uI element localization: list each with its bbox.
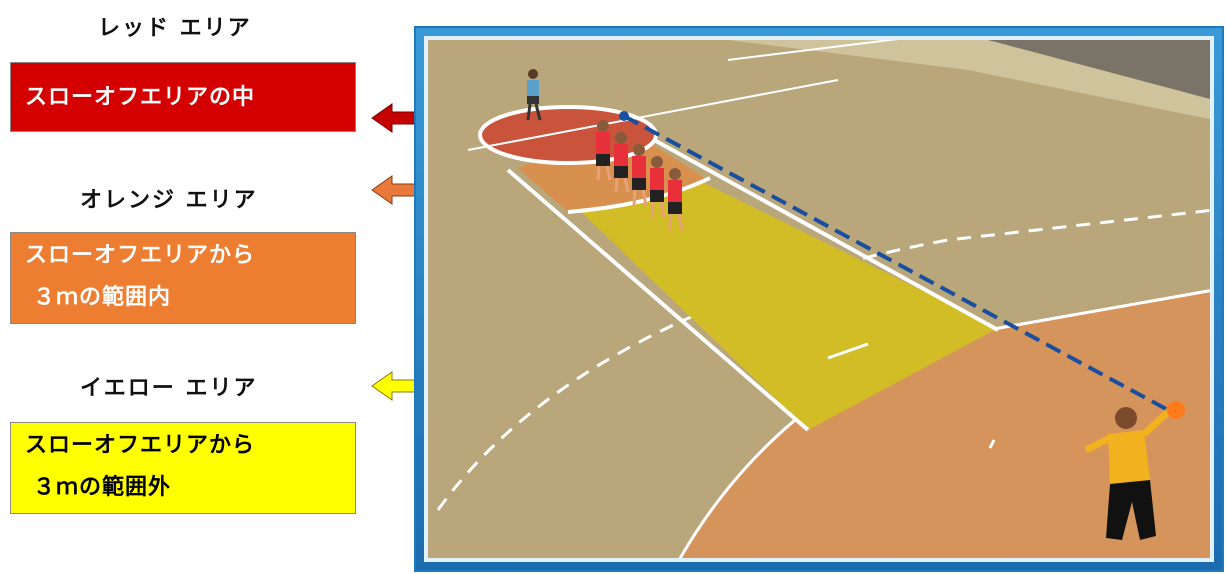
goalkeeper: [1084, 401, 1185, 540]
lane-line-right: [617, 118, 999, 332]
court-illustration: [424, 36, 1214, 562]
player-line: [596, 120, 684, 231]
red-area-line-1: スローオフエリアの中: [25, 85, 256, 110]
yellow-zone: [548, 180, 998, 430]
far-player: [526, 69, 542, 121]
yellow-area-heading: イエロー エリア: [80, 376, 258, 401]
orange-area-description: スローオフエリアから ３ｍの範囲内: [10, 232, 356, 324]
yellow-area-line-1: スローオフエリアから: [25, 433, 256, 458]
center-line: [467, 79, 839, 151]
goal-area: [680, 290, 1210, 558]
free-throw-line: [436, 208, 1210, 511]
defense-line: [623, 114, 1169, 412]
yellow-area-line-2: ３ｍの範囲外: [33, 475, 172, 500]
court-wall: [988, 40, 1210, 99]
orange-area-heading: オレンジ エリア: [80, 188, 258, 213]
orange-area-line-1: スローオフエリアから: [25, 243, 256, 268]
court-scene: [428, 40, 1210, 558]
ball: [1167, 401, 1185, 419]
red-zone: [480, 107, 656, 163]
player: [650, 156, 666, 219]
player: [668, 168, 684, 231]
player: [632, 144, 648, 207]
player: [596, 120, 612, 181]
yellow-area-description: スローオフエリアから ３ｍの範囲外: [10, 422, 356, 514]
red-area-description: スローオフエリアの中: [10, 62, 356, 132]
court-mark: [827, 342, 869, 360]
red-area-heading: レッド エリア: [98, 16, 252, 41]
orange-zone-border: [567, 176, 711, 214]
court-illustration-frame: [414, 26, 1224, 572]
orange-area-line-2: ３ｍの範囲内: [33, 285, 172, 310]
player: [614, 132, 630, 193]
lane-line-left: [506, 168, 810, 432]
